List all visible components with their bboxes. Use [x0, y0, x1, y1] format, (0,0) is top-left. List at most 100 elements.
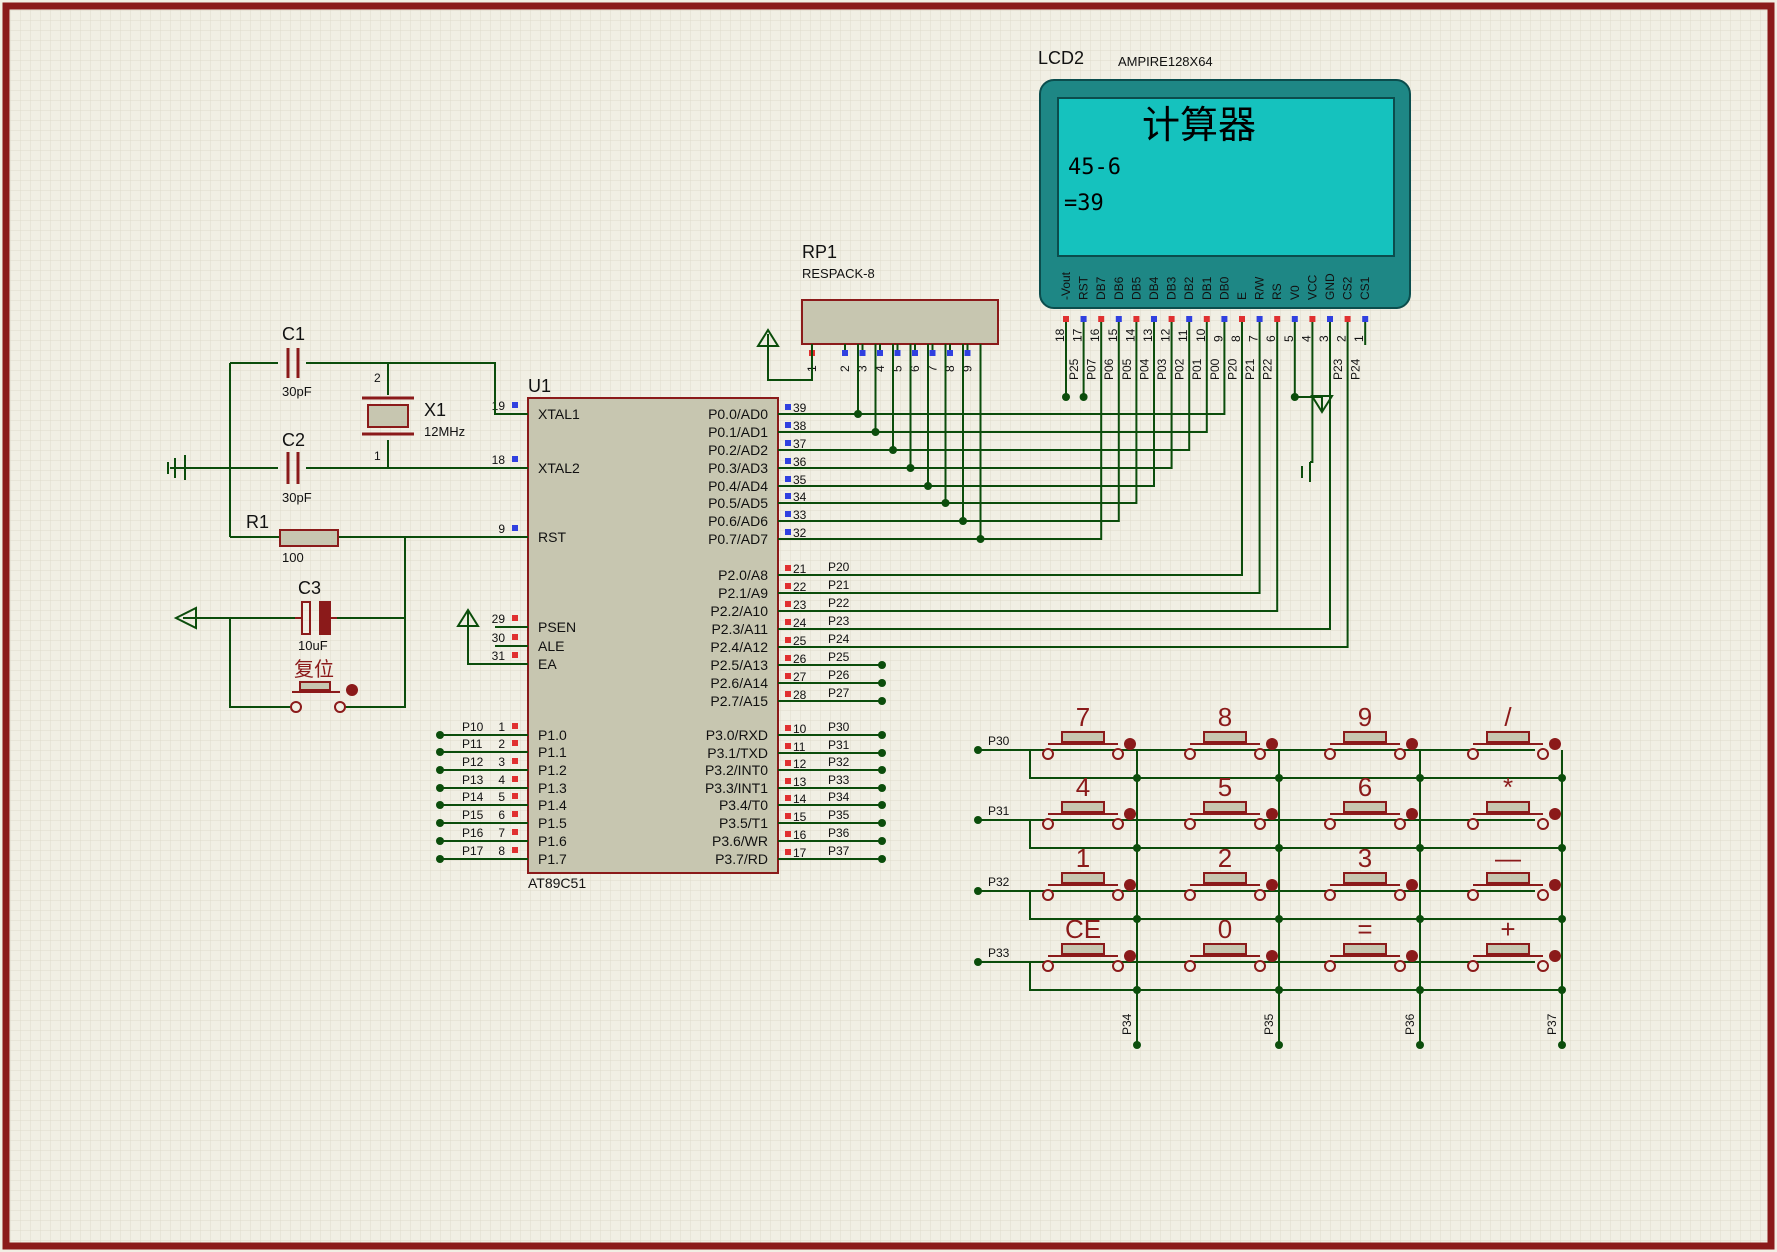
key-label: 9 [1358, 702, 1372, 732]
lcd-screen-line1: 45-6 [1068, 155, 1121, 180]
lcd-pin-number: 8 [1229, 335, 1243, 342]
mcu-pin-number: 3 [498, 755, 505, 769]
mcu-ref-label: U1 [528, 376, 551, 396]
mcu-pin-number: 29 [492, 612, 506, 626]
net-label: P32 [828, 755, 850, 769]
pin-marker [1151, 316, 1157, 322]
lcd-pin-name: DB5 [1129, 276, 1143, 300]
keypad-junction [1133, 915, 1141, 923]
pin-marker [785, 529, 791, 535]
key-cap [1486, 731, 1530, 743]
capacitor-c1[interactable]: C1 30pF [282, 324, 312, 399]
keypad-col-label: P36 [1403, 1013, 1417, 1035]
keypad-key[interactable]: * [1467, 772, 1561, 830]
pin-marker [785, 493, 791, 499]
reset-button[interactable]: 复位 [290, 657, 358, 713]
c2-ref-label: C2 [282, 430, 305, 450]
keypad-key[interactable]: 0 [1184, 914, 1278, 972]
keypad-key[interactable]: 2 [1184, 843, 1278, 901]
key-terminal [1467, 818, 1479, 830]
grid-background [6, 6, 1771, 1246]
net-junction [878, 697, 886, 705]
net-junction [436, 766, 444, 774]
lcd-pin-name: RST [1077, 275, 1091, 300]
keypad-junction [1133, 844, 1141, 852]
keypad-key[interactable]: 8 [1184, 702, 1278, 760]
pin-marker [512, 811, 518, 817]
mcu-part-label: AT89C51 [528, 875, 586, 891]
key-cap [1486, 801, 1530, 813]
keypad-row-return [1029, 891, 1562, 920]
lcd-net-label: P22 [1261, 358, 1275, 380]
keypad-col-terminal [1275, 1041, 1283, 1049]
capacitor-c2[interactable]: C2 30pF [282, 430, 312, 505]
pin-marker [1362, 316, 1369, 322]
lcd-component[interactable]: LCD2 AMPIRE128X64 计算器 45-6 =39 -Vout18P2… [1038, 48, 1411, 380]
key-dot [1266, 950, 1278, 962]
lcd-pin-number: 12 [1159, 328, 1173, 342]
keypad-key[interactable]: 1 [1042, 843, 1136, 901]
keypad-key[interactable]: 5 [1184, 772, 1278, 830]
net-label: P13 [462, 773, 484, 787]
resistor-r1[interactable]: R1 100 [246, 512, 339, 565]
crystal-x1[interactable]: X1 12MHz 2 1 [362, 371, 465, 463]
key-dot [1406, 879, 1418, 891]
mcu-pin-name: P2.1/A9 [718, 585, 768, 601]
capacitor-c3[interactable]: C3 10uF [295, 578, 337, 653]
wire-network [170, 334, 1563, 1045]
mcu-pin-name: EA [538, 656, 557, 672]
mcu-pin-number: 32 [793, 526, 807, 540]
bus-wire [812, 345, 1243, 576]
key-dot [1124, 879, 1136, 891]
net-junction [436, 748, 444, 756]
lcd-pin-number: 10 [1194, 328, 1208, 342]
key-dot [1266, 808, 1278, 820]
lcd-pin-number: 6 [1264, 335, 1278, 342]
lcd-pin-name: RS [1270, 283, 1284, 300]
key-terminal [1112, 818, 1124, 830]
key-terminal [1324, 889, 1336, 901]
c2-value-label: 30pF [282, 490, 312, 505]
keypad-key[interactable]: 3 [1324, 843, 1418, 901]
lcd-screen-line2: =39 [1064, 191, 1104, 216]
keypad-key[interactable]: CE [1042, 914, 1136, 972]
key-label: — [1495, 843, 1521, 873]
lcd-pin-name: DB7 [1094, 276, 1108, 300]
keypad-key[interactable]: + [1467, 914, 1561, 972]
keypad-key[interactable]: 9 [1324, 702, 1418, 760]
pin-marker [512, 723, 518, 729]
mcu-pin-name: P3.7/RD [715, 851, 768, 867]
key-terminal [1042, 960, 1054, 972]
lcd-pin-name: GND [1323, 273, 1337, 300]
mcu-pin-number: 18 [492, 453, 506, 467]
keypad-key[interactable]: — [1467, 843, 1561, 901]
mcu-pin-name: P1.3 [538, 780, 567, 796]
pin-marker [785, 673, 791, 679]
lcd-net-label: P03 [1155, 358, 1169, 380]
pin-marker [785, 476, 791, 482]
keypad-key[interactable]: 7 [1042, 702, 1136, 760]
keypad-key[interactable]: = [1324, 914, 1418, 972]
mcu-pin-name: XTAL2 [538, 460, 580, 476]
key-terminal [1254, 748, 1266, 760]
keypad-key[interactable]: / [1467, 702, 1561, 760]
respack-ref-label: RP1 [802, 242, 837, 262]
mcu-pin-name: P1.0 [538, 727, 567, 743]
keypad-key[interactable]: 6 [1324, 772, 1418, 830]
keypad-key[interactable]: 4 [1042, 772, 1136, 830]
mcu-pin-name: P1.4 [538, 797, 567, 813]
keypad-col-terminal [1558, 1041, 1566, 1049]
key-cap [1061, 872, 1105, 884]
respack-part-label: RESPACK-8 [802, 266, 875, 281]
bus-wire [812, 345, 1173, 469]
mcu-pin-name: P2.0/A8 [718, 567, 768, 583]
mcu-right-pins: 39P0.0/AD038P0.1/AD137P0.2/AD236P0.3/AD3… [705, 401, 886, 867]
respack-pin-number: 4 [873, 365, 887, 372]
net-label: P22 [828, 596, 850, 610]
key-dot [1549, 738, 1561, 750]
net-junction [436, 801, 444, 809]
key-label: + [1500, 914, 1515, 944]
